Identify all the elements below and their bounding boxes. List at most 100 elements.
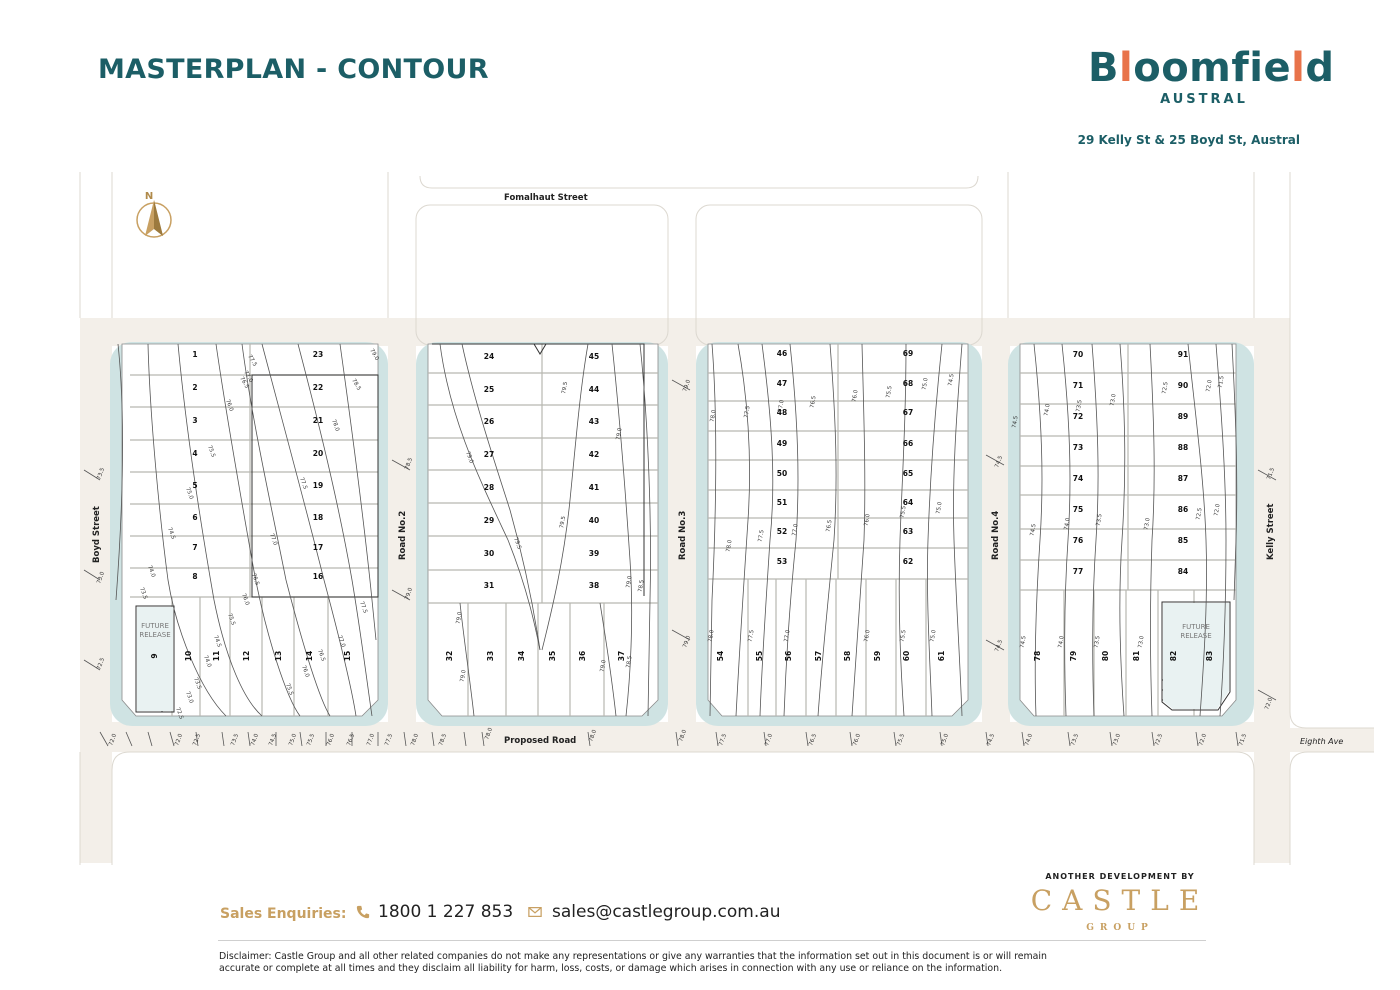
contour-label: 75.5: [226, 613, 236, 627]
contour-label: 78.0: [330, 419, 340, 433]
lot-number: 64: [903, 498, 913, 507]
lot-number: 34: [517, 651, 526, 661]
phone-number[interactable]: 1800 1 227 853: [378, 902, 514, 922]
contour-label: 72.0: [1264, 697, 1274, 711]
contour-label: 73.0: [96, 571, 106, 585]
lot-number: 2: [192, 383, 197, 392]
contour-label: 74.0: [1024, 733, 1034, 747]
contour-label: 74.5: [994, 639, 1004, 653]
street-road-2: Road No.2: [398, 511, 408, 560]
lot-number: 46: [777, 349, 787, 358]
contour-label: 78.5: [638, 579, 646, 593]
contour-label: 74.5: [994, 455, 1004, 469]
lot-number: 14: [305, 651, 314, 661]
contour-label: 75.0: [288, 733, 298, 747]
lot-number: 52: [777, 527, 787, 536]
contour-label: 78.5: [438, 733, 448, 747]
street-boyd: Boyd Street: [92, 506, 102, 563]
lot-number: 65: [903, 469, 913, 478]
lot-number: 71: [1073, 381, 1083, 390]
contour-label: 77.0: [784, 629, 792, 643]
contour-label: 79.0: [626, 575, 634, 589]
lot-number: 40: [589, 516, 599, 525]
lot-number: 80: [1101, 651, 1110, 661]
contour-label: 78.5: [626, 655, 634, 669]
contour-label: 78.0: [484, 727, 494, 741]
contour-label: 73.5: [1094, 635, 1102, 649]
contour-label: 74.0: [1044, 403, 1052, 417]
lot-number: 28: [484, 483, 494, 492]
contour-label: 74.5: [1020, 635, 1028, 649]
lot-number: 55: [755, 651, 764, 661]
contour-label: 72.5: [192, 733, 202, 747]
sales-enquiries-label: Sales Enquiries:: [220, 906, 347, 922]
lot-number: 13: [274, 651, 283, 661]
street-proposed-road: Proposed Road: [504, 736, 576, 746]
contour-label: 76.5: [250, 573, 260, 587]
lot-number: 21: [313, 416, 323, 425]
contour-label: 73.0: [1138, 635, 1146, 649]
contour-label: 71.5: [1266, 467, 1276, 481]
email-contact[interactable]: sales@castlegroup.com.au: [528, 902, 780, 922]
contour-label: 72.5: [1154, 733, 1164, 747]
contour-label: 77.0: [792, 523, 800, 537]
lot-number: 70: [1073, 350, 1083, 359]
lot-number: 61: [937, 651, 946, 661]
lot-number: 67: [903, 408, 913, 417]
lot-number: 35: [548, 651, 557, 661]
contour-label: 76.0: [326, 733, 336, 747]
contour-label: 79.0: [682, 379, 692, 393]
lot-number: 17: [313, 543, 323, 552]
contour-label: 73.5: [1096, 513, 1104, 527]
brand-subtitle: AUSTRAL: [1160, 92, 1248, 107]
lot-number: 75: [1073, 505, 1083, 514]
contour-label: 74.5: [166, 527, 176, 541]
contour-label: 75.5: [886, 385, 894, 399]
contour-label: 74.5: [948, 373, 956, 387]
phone-contact[interactable]: 1800 1 227 853: [356, 902, 513, 922]
contour-label: 76.5: [810, 395, 818, 409]
lot-number: 20: [313, 449, 323, 458]
lot-number: 76: [1073, 536, 1083, 545]
site-address: 29 Kelly St & 25 Boyd St, Austral: [1077, 133, 1300, 147]
contour-label: 72.0: [174, 733, 184, 747]
contour-label: 74.0: [202, 655, 212, 669]
contour-label: 76.0: [864, 629, 872, 643]
contour-label: 78.0: [678, 729, 688, 743]
north-label: N: [145, 191, 153, 202]
roads: [80, 318, 1374, 863]
lot-number: 9: [150, 653, 159, 658]
lot-number: 85: [1178, 536, 1188, 545]
contour-label: 75.0: [936, 501, 944, 515]
another-development-label: ANOTHER DEVELOPMENT BY: [1045, 872, 1195, 881]
lot-number: 33: [486, 651, 495, 661]
contour-label: 73.0: [184, 691, 194, 705]
street-fomalhaut: Fomalhaut Street: [504, 193, 588, 203]
contour-label: 77.0: [764, 733, 774, 747]
future-release-areas: [137, 603, 1229, 711]
lot-number: 30: [484, 549, 494, 558]
contour-label: 76.0: [300, 665, 310, 679]
lot-number: 18: [313, 513, 323, 522]
contour-label: 75.0: [930, 629, 938, 643]
contour-label: 76.5: [346, 733, 356, 747]
lot-number: 8: [192, 572, 197, 581]
lot-number: 44: [589, 385, 599, 394]
footer-divider: [218, 940, 1206, 941]
contour-label: 74.5: [1030, 523, 1038, 537]
lot-number: 59: [873, 651, 882, 661]
contour-label: 75.0: [940, 733, 950, 747]
lot-number: 79: [1069, 651, 1078, 661]
lot-number: 81: [1132, 651, 1141, 661]
email-address[interactable]: sales@castlegroup.com.au: [552, 902, 781, 922]
lot-number: 51: [777, 498, 787, 507]
contour-label: 74.0: [146, 565, 156, 579]
contour-label: 77.0: [336, 635, 346, 649]
contour-label: 75.5: [284, 683, 294, 697]
contour-label: 79.0: [460, 669, 468, 683]
contour-label: 79.0: [456, 611, 464, 625]
lot-number: 72: [1073, 412, 1083, 421]
lot-number: 73: [1073, 443, 1083, 452]
lot-number: 36: [578, 651, 587, 661]
contour-label: 75.5: [896, 733, 906, 747]
